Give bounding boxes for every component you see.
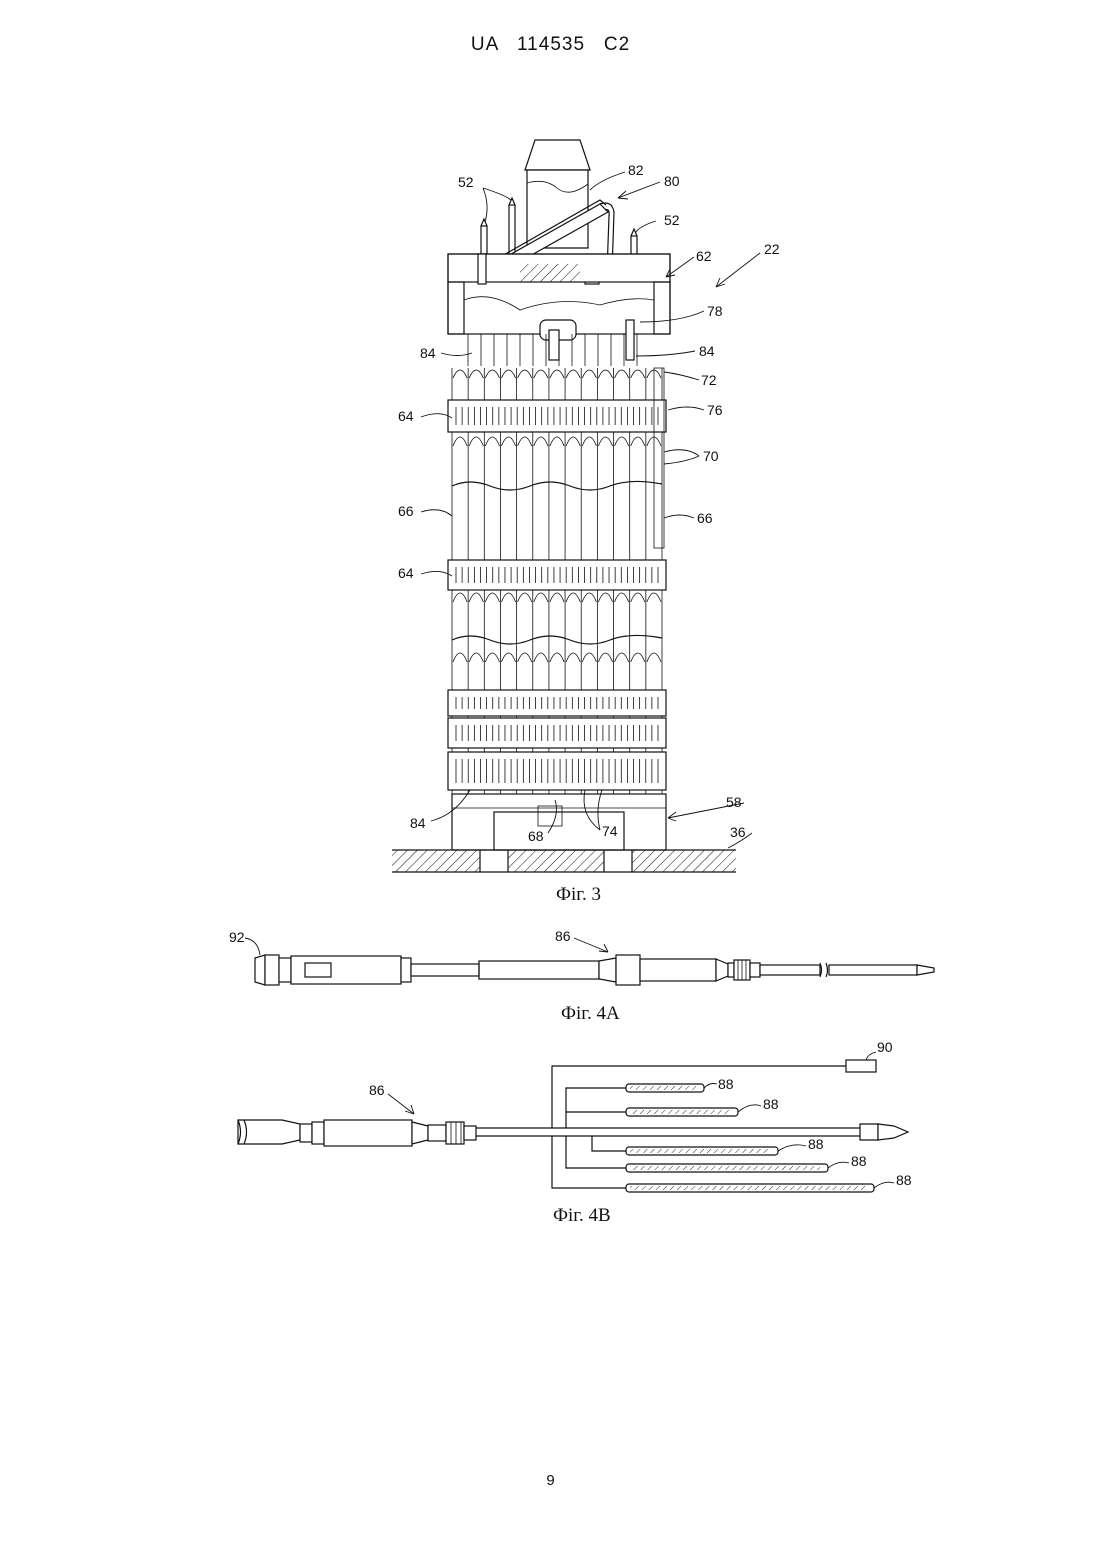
- fig3-label-76: 76: [707, 402, 723, 418]
- fig3-label-58: 58: [726, 794, 742, 810]
- fig4b-label-88e: 88: [896, 1172, 912, 1188]
- fig3-label-82: 82: [628, 162, 644, 178]
- fig4b-label-88c: 88: [808, 1136, 824, 1152]
- fig3-label-84b: 84: [699, 343, 715, 359]
- fig3-label-84c: 84: [410, 815, 426, 831]
- fig3-label-52a: 52: [458, 174, 474, 190]
- fig4b-label-88b: 88: [763, 1096, 779, 1112]
- fig4a-label-92: 92: [229, 929, 245, 945]
- fig3-label-84a: 84: [420, 345, 436, 361]
- fig4b-label-90: 90: [877, 1039, 893, 1055]
- fig3-label-66a: 66: [398, 503, 414, 519]
- fig3-label-22: 22: [764, 241, 780, 257]
- figure-4a-caption: Фіг. 4A: [561, 1003, 620, 1024]
- fig3-label-64a: 64: [398, 408, 414, 424]
- fig4b-label-88d: 88: [851, 1153, 867, 1169]
- fig4a-label-86: 86: [555, 928, 571, 944]
- fig3-label-62: 62: [696, 248, 712, 264]
- rod-bundle-drawing: [448, 334, 666, 794]
- fig3-label-52b: 52: [664, 212, 680, 228]
- figure-4a-probe: 92 86 Фіг. 4A: [0, 925, 1101, 1025]
- fig4b-label-86: 86: [369, 1082, 385, 1098]
- bottom-nozzle-drawing: [392, 794, 736, 872]
- fig3-label-68: 68: [528, 828, 544, 844]
- fig3-label-80: 80: [664, 173, 680, 189]
- probe-drawing-4a: [255, 955, 934, 985]
- figure-4b-probe-assembly: 90 86 88 88 88 88 88 Фіг. 4B: [0, 1040, 1101, 1230]
- fig3-label-66b: 66: [697, 510, 713, 526]
- fig3-label-74: 74: [602, 823, 618, 839]
- fig3-label-72: 72: [701, 372, 717, 388]
- figure-4b-caption: Фіг. 4B: [553, 1205, 611, 1226]
- fig3-label-64b: 64: [398, 565, 414, 581]
- figure-4b-sensors: [626, 1084, 874, 1192]
- figure-3-fuel-assembly: 52 82 80 52 22 62 78 84 84 72 64 76 70 6…: [0, 130, 1101, 910]
- page-number: 9: [0, 1472, 1101, 1489]
- fig3-label-70: 70: [703, 448, 719, 464]
- fig3-label-78: 78: [707, 303, 723, 319]
- document-header: UA 114535 C2: [0, 34, 1101, 56]
- fig3-label-36: 36: [730, 824, 746, 840]
- figure-3-caption: Фіг. 3: [556, 884, 601, 905]
- fig4b-label-88a: 88: [718, 1076, 734, 1092]
- figure-4a-leaders: [245, 938, 608, 955]
